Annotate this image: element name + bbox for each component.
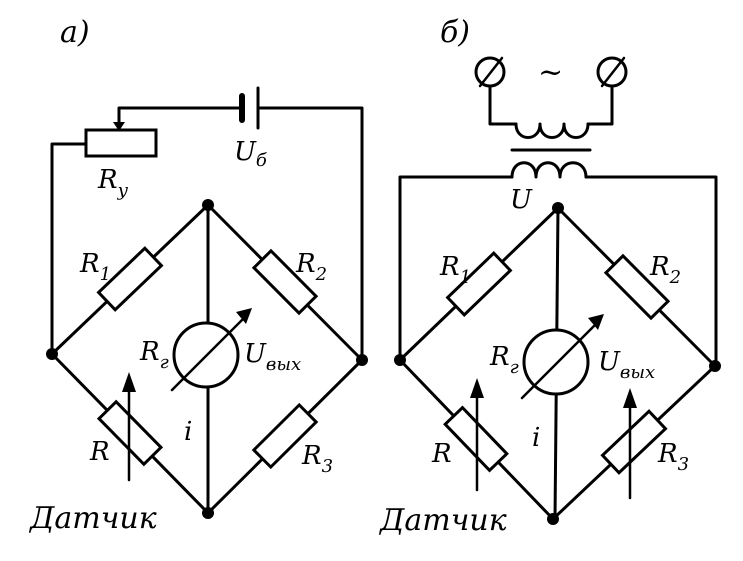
- label-b-uout: Uвых: [598, 347, 655, 383]
- rheostat-arrow-icon: [113, 122, 125, 131]
- label-sensor: Датчик: [28, 501, 157, 536]
- label-current: i: [184, 417, 192, 447]
- node-b-bottom: [547, 513, 559, 525]
- primary-wire-right: [586, 73, 614, 126]
- galvanometer-b-arrow: [520, 324, 596, 400]
- galvanometer-b: [522, 328, 590, 396]
- label-ac: ~: [538, 55, 563, 90]
- supply-wire-right: [256, 106, 364, 362]
- galvanometer-arrow-head-icon: [236, 308, 252, 324]
- node-b-top: [552, 202, 564, 214]
- resistor-r2: [251, 248, 319, 316]
- label-rg: Rг: [139, 337, 169, 373]
- primary-wire-left: [488, 73, 518, 126]
- galvanometer-arrow: [170, 318, 244, 392]
- node-right: [356, 354, 368, 366]
- transformer-secondary-coil: [510, 161, 588, 179]
- label-b-r3: R3: [657, 439, 689, 475]
- label-b-sensor: Датчик: [378, 503, 507, 538]
- label-u: U: [510, 185, 533, 215]
- label-b-rg: Rг: [489, 342, 519, 378]
- galvanometer-b-arrow-head-icon: [588, 314, 604, 330]
- label-r3: R3: [301, 441, 333, 477]
- rheostat-wiper-wire: [117, 106, 244, 130]
- resistor-b-r3: [600, 409, 668, 475]
- node-b-left: [394, 354, 406, 366]
- label-r-sensor: R: [89, 437, 110, 467]
- resistor-b-r2: [603, 253, 671, 321]
- transformer-primary-coil: [514, 122, 590, 139]
- transformer-secondary-left: [398, 175, 514, 362]
- transformer-secondary-right: [584, 175, 718, 368]
- resistor-r1: [96, 246, 164, 312]
- label-ub: Uб: [234, 137, 268, 171]
- panel-b: б) ~ U R1 R2 R3 Rг Uвых R i Датчик: [378, 15, 721, 538]
- label-r1: R1: [79, 249, 111, 285]
- label-b-current: i: [532, 423, 540, 453]
- label-b-r-sensor: R: [431, 439, 452, 469]
- resistor-b-r1: [445, 251, 513, 317]
- node-left: [46, 348, 58, 360]
- panel-a-title: а): [60, 15, 90, 50]
- panel-a: а) R1 R2 R3 Rг Uвых R i Rу Uб Датчик: [28, 15, 368, 536]
- ac-terminal-left-icon: [474, 56, 506, 88]
- r3-b-arrow-head-icon: [623, 388, 637, 408]
- ac-terminal-right-icon: [596, 56, 628, 88]
- label-r2: R2: [295, 249, 327, 285]
- rheostat-ry: [84, 128, 158, 158]
- label-b-r2: R2: [649, 252, 681, 288]
- node-top: [202, 199, 214, 211]
- resistor-r3: [251, 402, 319, 470]
- label-uout: Uвых: [244, 339, 301, 375]
- label-ry: Rу: [97, 165, 129, 201]
- node-bottom: [202, 507, 214, 519]
- panel-b-title: б): [440, 15, 470, 50]
- sensor-b-arrow-head-icon: [470, 378, 484, 398]
- supply-wire-left: [50, 142, 88, 356]
- label-b-r1: R1: [439, 252, 471, 288]
- node-b-right: [709, 360, 721, 372]
- sensor-arrow-head-icon: [122, 372, 136, 392]
